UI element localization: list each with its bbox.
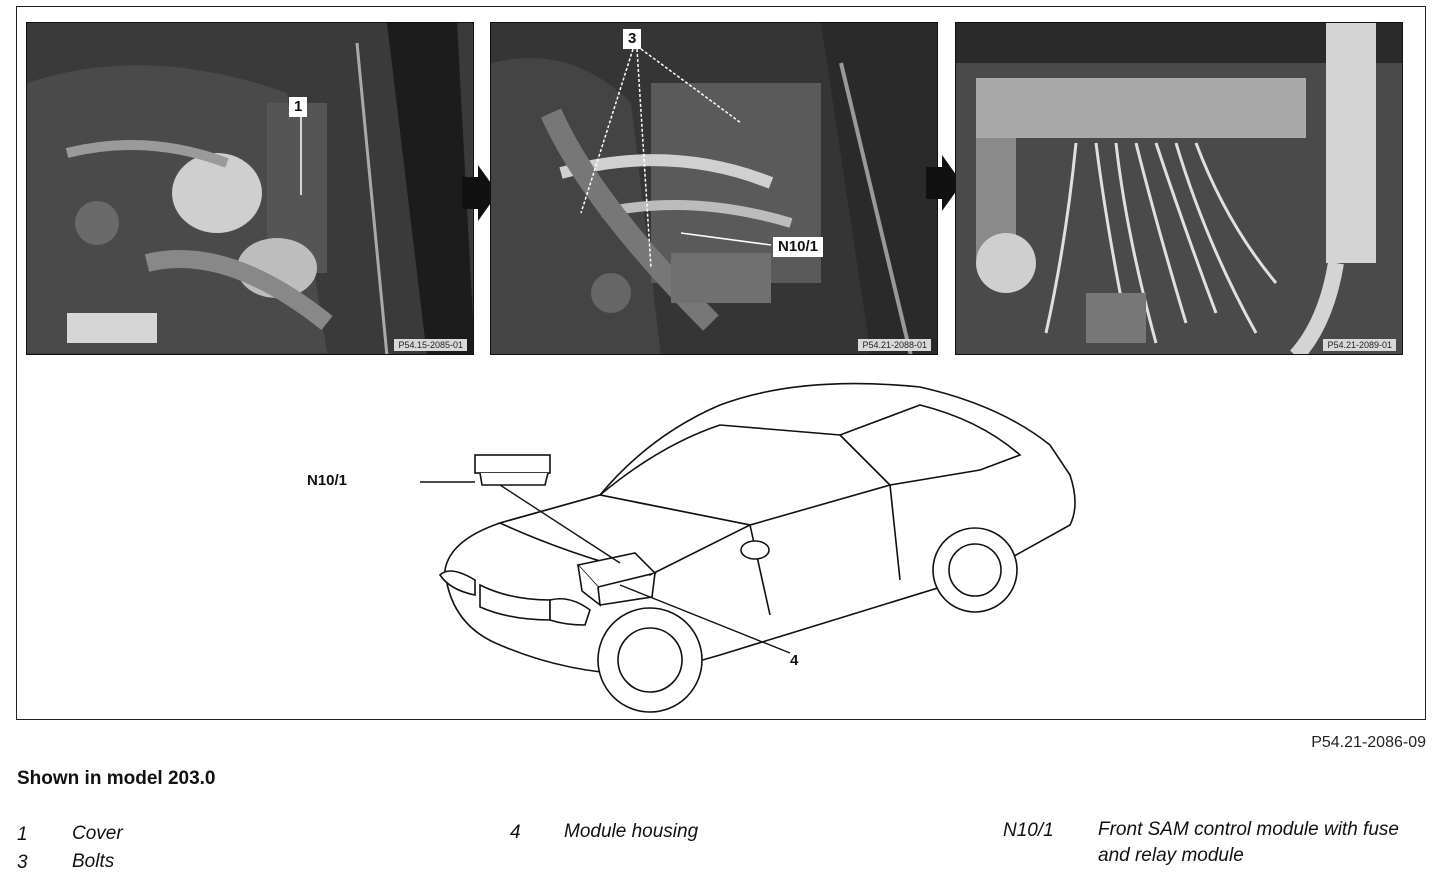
legend-num-n10-1: N10/1	[1003, 820, 1054, 841]
legend-num-4: 4	[510, 822, 521, 843]
legend-text-front-sam: Front SAM control module with fuse and r…	[1098, 819, 1399, 866]
photo-code-3: P54.21-2089-01	[1323, 339, 1396, 351]
callout-3: 3	[623, 29, 642, 49]
car-label-4: 4	[790, 652, 799, 669]
callout-1-leader	[300, 115, 302, 195]
callout-1: 1	[289, 97, 308, 117]
arrow-right-icon	[926, 155, 962, 211]
figure-code: P54.21-2086-09	[1311, 734, 1426, 751]
engine-bay-photo-2	[491, 23, 937, 354]
arrow-right-icon	[462, 165, 498, 221]
shown-in-model: Shown in model 203.0	[17, 768, 216, 789]
photo-module: P54.21-2089-01	[955, 22, 1403, 355]
photo-code-2: P54.21-2088-01	[858, 339, 931, 351]
callout-3-leaders	[580, 48, 772, 269]
photo-bolts: 3 N10/1 P54.21-2088-01	[490, 22, 938, 355]
photo-code-1: P54.15-2085-01	[394, 339, 467, 351]
engine-bay-photo-3	[956, 23, 1402, 354]
photo-cover: 1 P54.15-2085-01	[26, 22, 474, 355]
car-label-n10-1: N10/1	[307, 472, 348, 489]
legend-text-bolts: Bolts	[72, 851, 115, 872]
legend-num-1: 1	[17, 824, 28, 845]
legend-text-module-housing: Module housing	[564, 821, 699, 842]
engine-bay-photo-1	[27, 23, 473, 354]
car-diagram	[420, 382, 1076, 713]
legend-num-3: 3	[17, 852, 28, 873]
callout-n10-1: N10/1	[773, 237, 824, 257]
legend-text-cover: Cover	[72, 823, 123, 844]
